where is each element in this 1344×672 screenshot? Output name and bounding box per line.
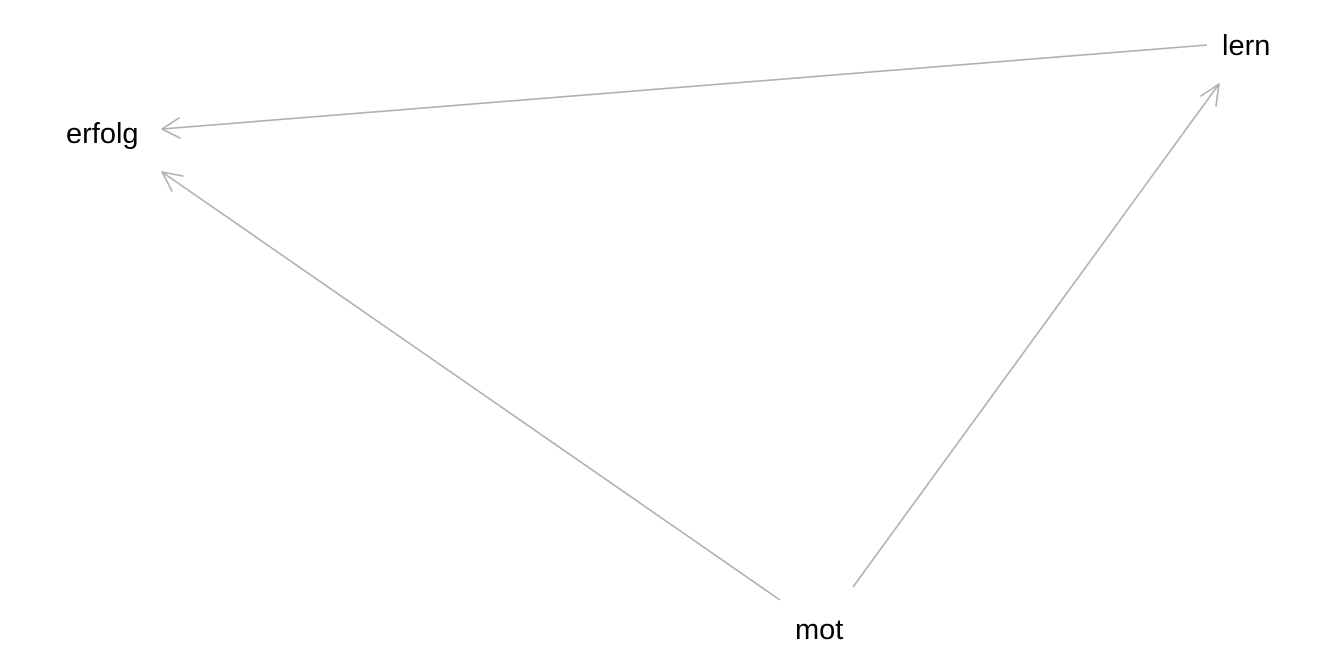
edge-mot-to-erfolg	[161, 171, 781, 601]
arrowhead-icon	[161, 117, 181, 139]
edges-group	[161, 44, 1220, 601]
edge-line	[161, 171, 781, 601]
node-label-erfolg: erfolg	[66, 118, 139, 150]
nodes-group: erfolg lern mot	[66, 30, 1270, 646]
arrowhead-icon	[161, 171, 184, 192]
edge-line	[852, 83, 1220, 588]
edge-lern-to-erfolg	[161, 44, 1208, 139]
edge-mot-to-lern	[852, 83, 1220, 588]
node-label-mot: mot	[795, 614, 843, 646]
node-label-lern: lern	[1222, 30, 1270, 62]
arrowhead-icon	[1200, 83, 1220, 107]
edge-line	[161, 44, 1208, 130]
